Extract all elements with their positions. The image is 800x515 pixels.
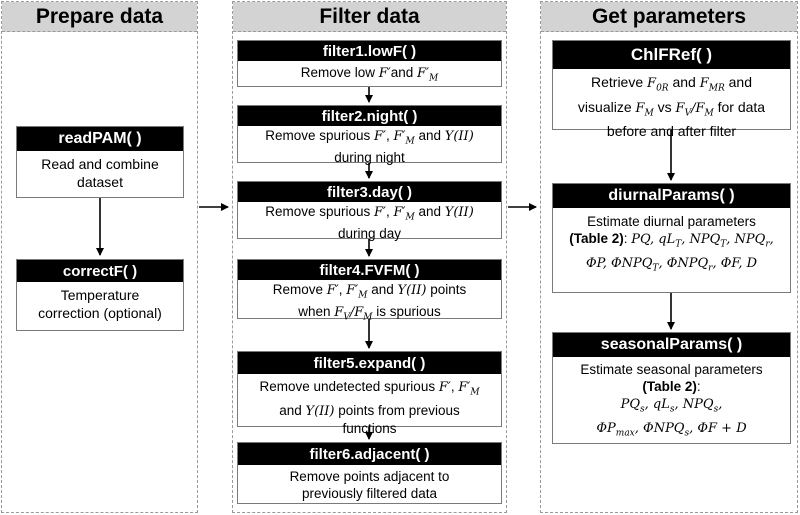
filter4-box: filter4.FVFM( ) Remove F′, F′M and Y(II)… xyxy=(237,259,502,322)
seasonal-title: seasonalParams( ) xyxy=(553,333,790,357)
column-title-prepare: Prepare data xyxy=(2,2,197,32)
filter3-box: filter3.day( ) Remove spurious F′, F′M a… xyxy=(237,181,502,241)
seasonal-box: seasonalParams( ) Estimate seasonal para… xyxy=(552,332,791,444)
chlfref-title: ChlFRef( ) xyxy=(553,41,790,69)
diurnal-box: diurnalParams( ) Estimate diurnal parame… xyxy=(552,183,791,293)
column-filter-data: Filter data xyxy=(232,1,507,513)
diurnal-desc: Estimate diurnal parameters(Table 2): PQ… xyxy=(569,214,774,274)
filter1-title: filter1.lowF( ) xyxy=(238,41,501,61)
column-get-parameters: Get parameters xyxy=(540,1,798,513)
filter2-desc: Remove spurious F′, F′M and Y(II)during … xyxy=(265,128,474,165)
filter5-title: filter5.expand( ) xyxy=(238,352,501,374)
filter6-title: filter6.adjacent( ) xyxy=(238,443,501,465)
column-prepare-data: Prepare data xyxy=(1,1,198,513)
seasonal-desc: Estimate seasonal parameters(Table 2):PQ… xyxy=(580,362,763,439)
filter4-title: filter4.FVFM( ) xyxy=(238,260,501,280)
filter1-box: filter1.lowF( ) Remove low F′and F′M xyxy=(237,40,502,87)
filter6-box: filter6.adjacent( ) Remove points adjace… xyxy=(237,442,502,504)
filter3-desc: Remove spurious F′, F′M and Y(II)during … xyxy=(265,204,474,241)
correctf-title: correctF( ) xyxy=(17,260,183,282)
diurnal-title: diurnalParams( ) xyxy=(553,184,790,208)
column-title-filter: Filter data xyxy=(233,2,506,32)
filter2-title: filter2.night( ) xyxy=(238,106,501,126)
filter2-box: filter2.night( ) Remove spurious F′, F′M… xyxy=(237,105,502,165)
filter1-desc: Remove low F′and F′M xyxy=(300,65,439,84)
column-title-params: Get parameters xyxy=(541,2,797,32)
readpam-title: readPAM( ) xyxy=(17,127,183,151)
filter3-title: filter3.day( ) xyxy=(238,182,501,202)
